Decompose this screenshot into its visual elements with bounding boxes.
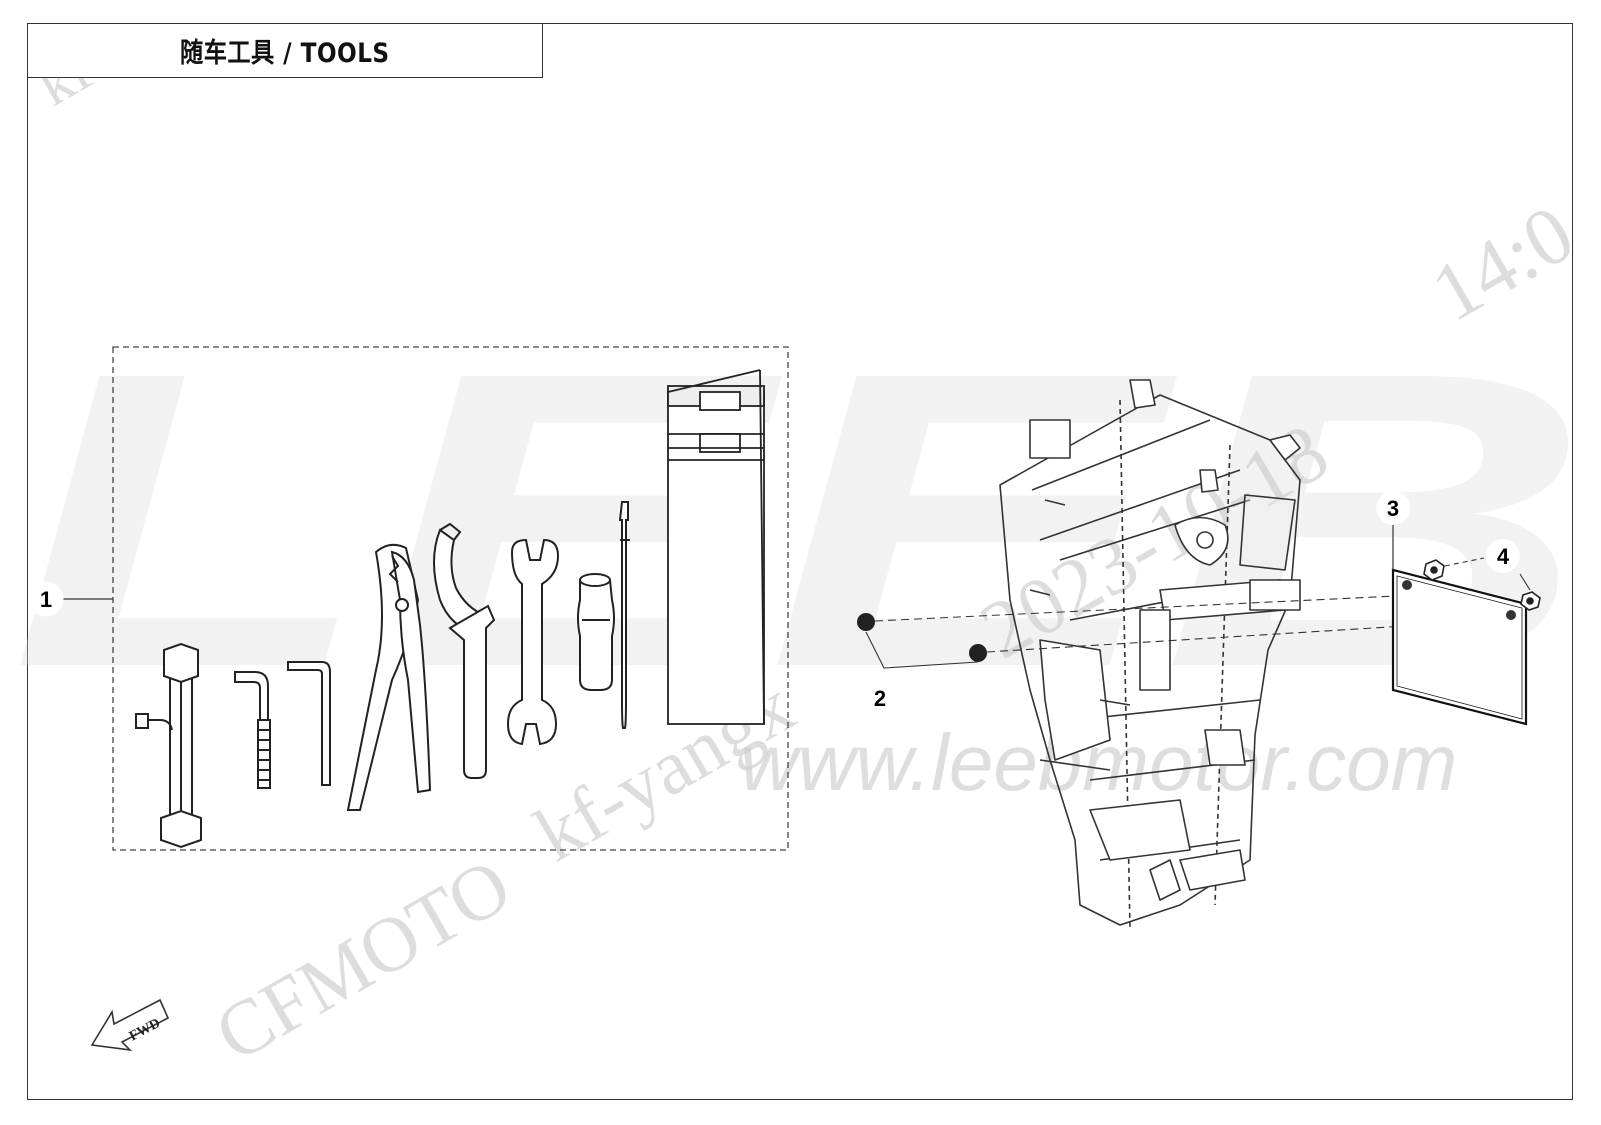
callout-3: 3 bbox=[1387, 496, 1399, 521]
callout-1-circle bbox=[28, 581, 64, 617]
vehicle-frame-icon bbox=[999, 379, 1301, 931]
watermark-layer: LEEB www.leebmotor.com kf- kf-yangx 2023… bbox=[10, 26, 1590, 1078]
callout-1: 1 bbox=[40, 587, 52, 612]
forward-arrow-icon: FWD bbox=[90, 998, 170, 1052]
pliers-icon bbox=[346, 543, 432, 811]
allen-key-icon bbox=[287, 661, 331, 786]
hook-spanner-icon bbox=[433, 522, 496, 779]
callout-4-circle bbox=[1486, 539, 1520, 573]
maker-watermark: CFMOTO bbox=[201, 841, 525, 1078]
screwdriver-handle-icon bbox=[577, 573, 615, 691]
title-box: 随车工具 / TOOLS bbox=[27, 23, 543, 78]
screwdriver-bit-icon bbox=[618, 501, 630, 729]
callout-4: 4 bbox=[1497, 544, 1510, 569]
tool-pouch-icon bbox=[667, 369, 765, 725]
brand-watermark: LEEB bbox=[10, 286, 1590, 755]
open-end-wrench-icon bbox=[506, 538, 560, 746]
callout-2-circle bbox=[863, 681, 897, 715]
grommet-icon bbox=[857, 613, 987, 662]
bolt-icon bbox=[1423, 559, 1541, 611]
number-plate-icon bbox=[1391, 568, 1528, 726]
callout-2: 2 bbox=[874, 686, 886, 711]
callout-3-circle bbox=[1376, 491, 1410, 525]
bolt-leaders bbox=[1444, 557, 1531, 591]
hex-key-icon bbox=[234, 671, 271, 789]
socket-wrench-icon bbox=[135, 642, 202, 849]
page-title: 随车工具 / TOOLS bbox=[180, 38, 390, 69]
diagram-frame bbox=[27, 23, 1573, 1100]
